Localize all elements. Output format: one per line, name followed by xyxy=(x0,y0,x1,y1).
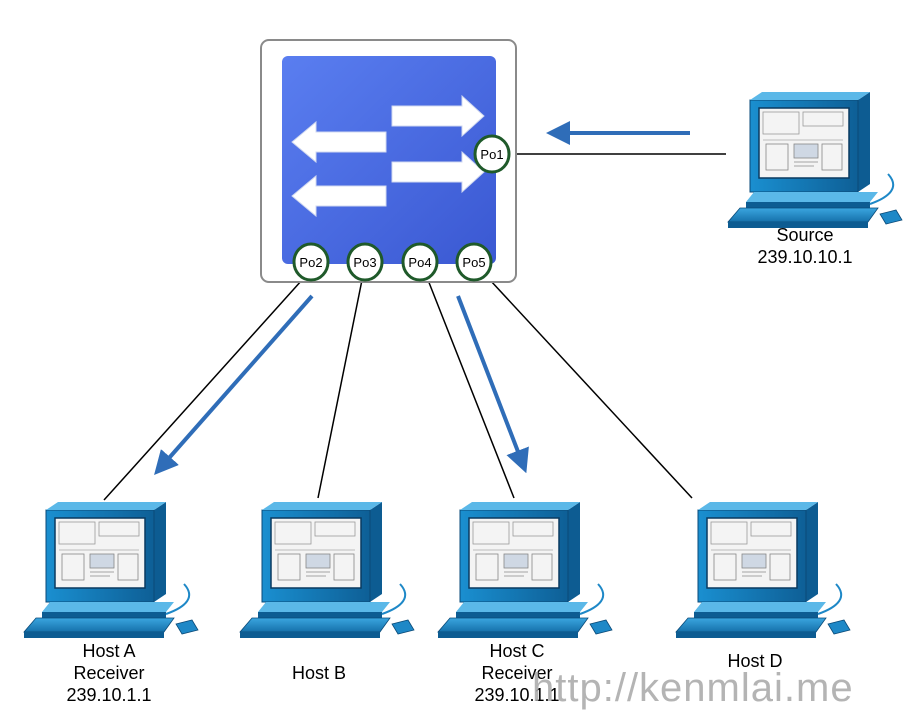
host-b-label: Host B xyxy=(254,662,384,684)
host-b-name: Host B xyxy=(291,663,347,683)
desktop-computer-icon xyxy=(239,501,415,639)
host-c-address: 239.10.1.1 xyxy=(474,685,560,705)
host-a-label: Host A Receiver 239.10.1.1 xyxy=(44,640,174,706)
port-po3[interactable]: Po3 xyxy=(346,242,384,282)
host-c-label: Host C Receiver 239.10.1.1 xyxy=(452,640,582,706)
computer-host-b[interactable] xyxy=(239,501,415,639)
port-po5-label: Po5 xyxy=(462,255,485,270)
flow-arrow-switch-to-host-a xyxy=(154,294,314,475)
host-c-role: Receiver xyxy=(481,663,553,683)
source-address: 239.10.10.1 xyxy=(757,247,853,267)
source-label: Source 239.10.10.1 xyxy=(740,224,870,268)
port-po2-label: Po2 xyxy=(299,255,322,270)
desktop-computer-icon xyxy=(437,501,613,639)
source-name: Source xyxy=(776,225,834,245)
desktop-computer-icon xyxy=(675,501,851,639)
link-po4-host-c xyxy=(427,279,515,499)
port-po4[interactable]: Po4 xyxy=(401,242,439,282)
layer2-switch-icon xyxy=(260,39,517,283)
host-d-label: Host D xyxy=(690,650,820,672)
host-d-name: Host D xyxy=(727,651,783,671)
switch-ports: Po1 Po2 Po3 Po4 Po5 xyxy=(292,134,511,282)
link-po5-host-d xyxy=(489,279,693,499)
port-po4-label: Po4 xyxy=(408,255,431,270)
link-po2-host-a xyxy=(103,279,303,501)
computer-host-d[interactable] xyxy=(675,501,851,639)
connection-lines xyxy=(103,153,726,501)
desktop-computer-icon xyxy=(23,501,199,639)
host-a-address: 239.10.1.1 xyxy=(66,685,152,705)
computer-source[interactable] xyxy=(727,91,903,229)
port-po3-label: Po3 xyxy=(353,255,376,270)
watermark: http://kenmlai.me xyxy=(532,666,854,710)
host-c-name: Host C xyxy=(489,641,545,661)
flow-arrow-switch-to-host-c xyxy=(456,295,529,474)
port-po1-label: Po1 xyxy=(480,147,503,162)
port-po5[interactable]: Po5 xyxy=(455,242,493,282)
host-a-name: Host A xyxy=(82,641,136,661)
multicast-flow-arrows xyxy=(154,121,690,475)
host-a-role: Receiver xyxy=(73,663,145,683)
link-po3-host-b xyxy=(317,279,363,499)
computer-host-a[interactable] xyxy=(23,501,199,639)
port-po2[interactable]: Po2 xyxy=(292,242,330,282)
computer-host-c[interactable] xyxy=(437,501,613,639)
desktop-computer-icon xyxy=(727,91,903,229)
port-po1[interactable]: Po1 xyxy=(473,134,511,174)
